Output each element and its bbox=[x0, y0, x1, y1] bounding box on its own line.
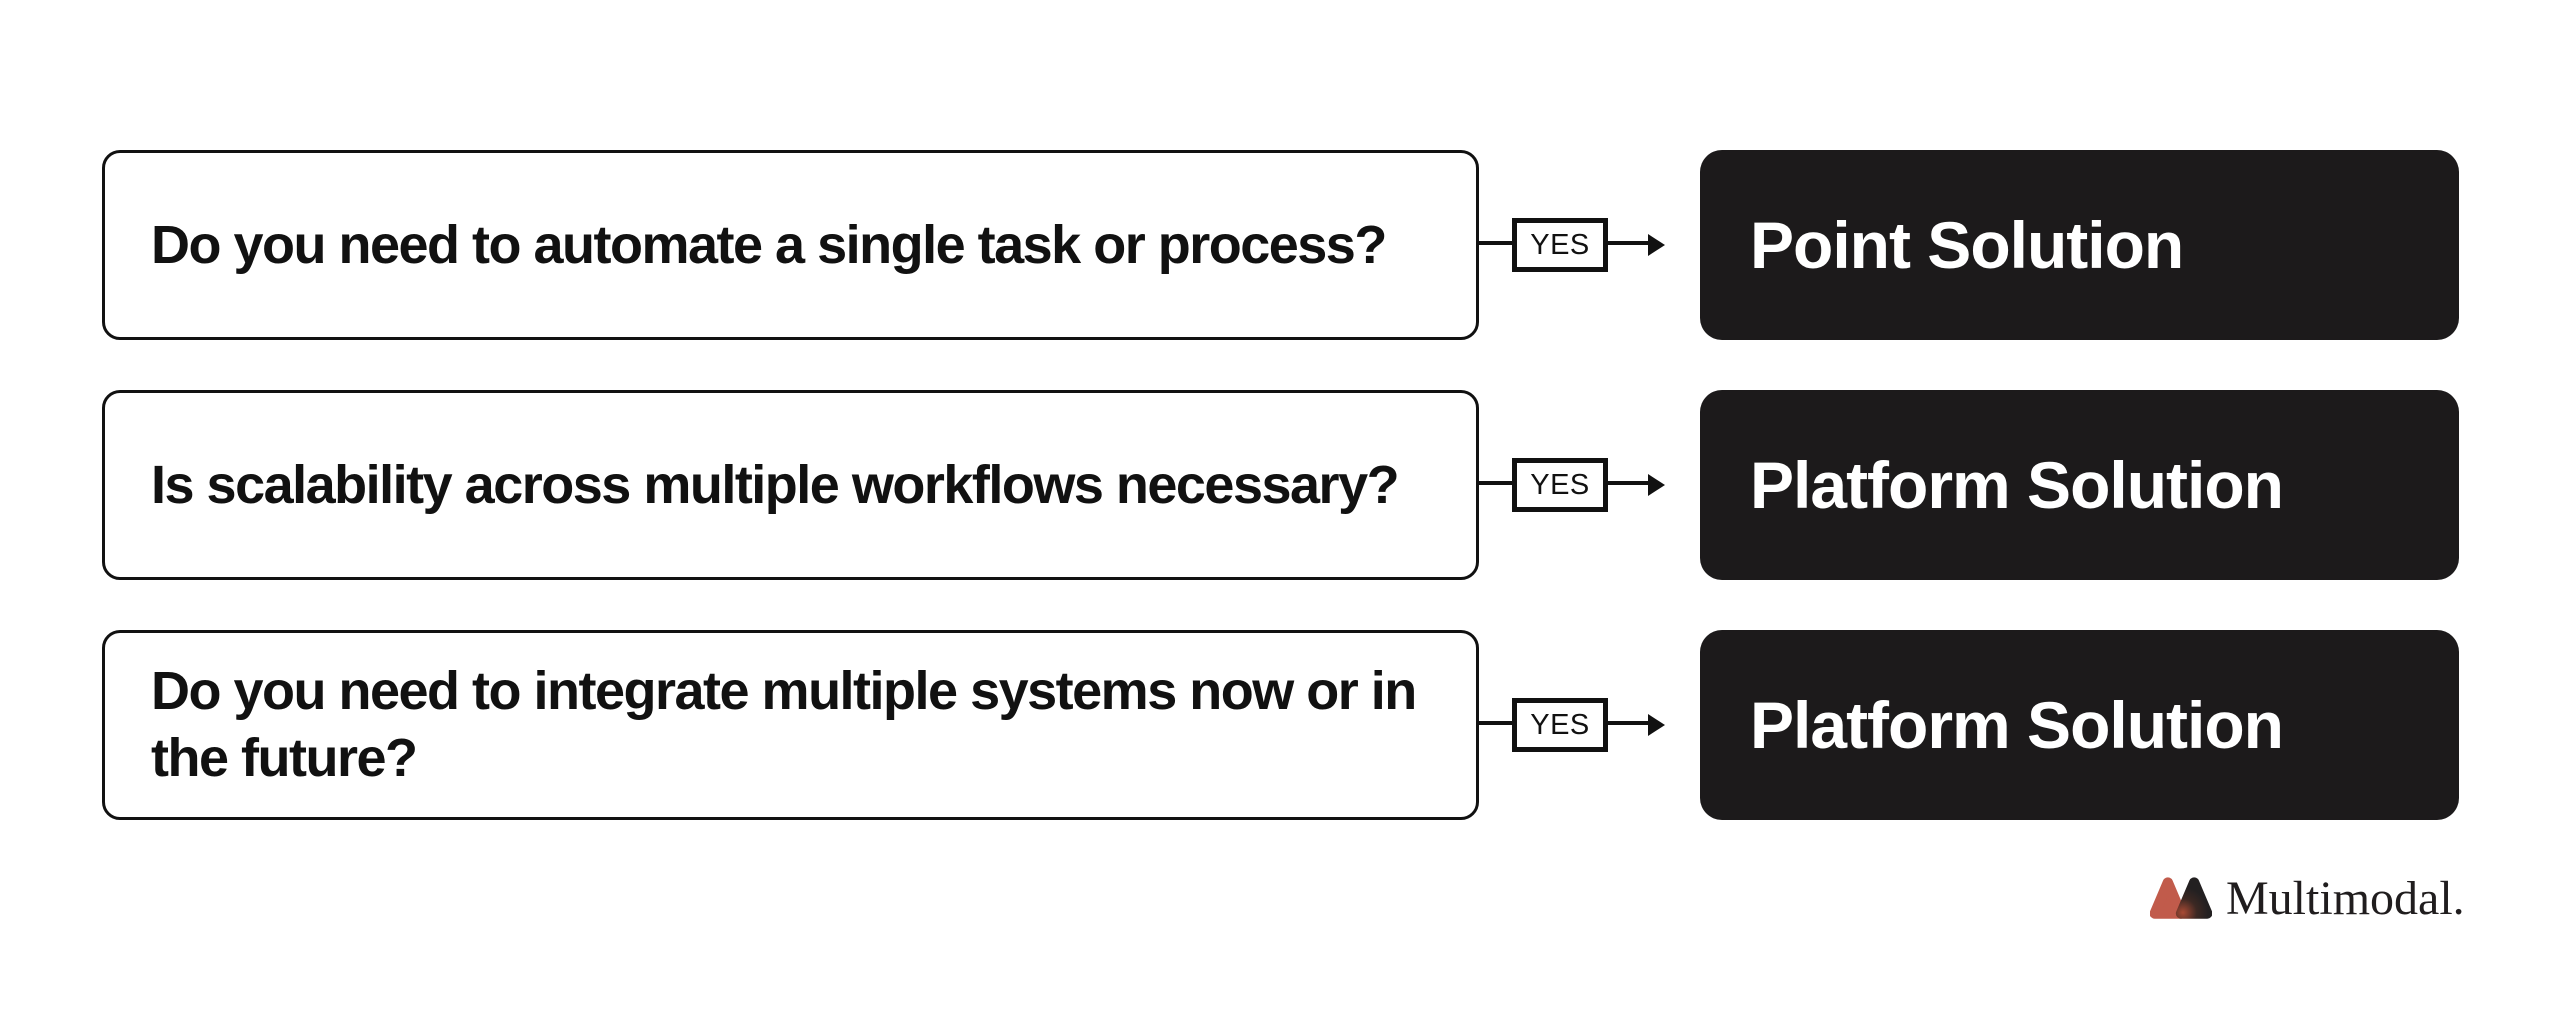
multimodal-logo-icon bbox=[2150, 876, 2212, 919]
result-box-3: Platform Solution bbox=[1700, 630, 2459, 820]
result-text-3: Platform Solution bbox=[1750, 688, 2284, 762]
connector-line-in-1 bbox=[1479, 241, 1512, 245]
result-text-2: Platform Solution bbox=[1750, 448, 2284, 522]
flow-row-3: Do you need to integrate multiple system… bbox=[102, 630, 2459, 820]
question-text-3: Do you need to integrate multiple system… bbox=[151, 661, 1417, 788]
question-box-1: Do you need to automate a single task or… bbox=[102, 150, 1479, 340]
question-box-2: Is scalability across multiple workflows… bbox=[102, 390, 1479, 580]
yes-label-2: YES bbox=[1530, 468, 1590, 501]
connector-line-in-2 bbox=[1479, 481, 1512, 485]
result-box-2: Platform Solution bbox=[1700, 390, 2459, 580]
arrow-right-icon bbox=[1648, 234, 1665, 256]
connector-line-in-3 bbox=[1479, 721, 1512, 725]
flow-row-2: Is scalability across multiple workflows… bbox=[102, 390, 2459, 580]
connector-line-out-1 bbox=[1608, 241, 1648, 245]
yes-label-1: YES bbox=[1530, 228, 1590, 261]
yes-label-box-2: YES bbox=[1512, 458, 1608, 512]
question-text-1: Do you need to automate a single task or… bbox=[151, 214, 1387, 275]
arrow-right-icon bbox=[1648, 474, 1665, 496]
brand-name: Multimodal. bbox=[2226, 871, 2465, 925]
connector-line-out-3 bbox=[1608, 721, 1648, 725]
brand-logo: Multimodal. bbox=[2150, 870, 2465, 926]
yes-label-3: YES bbox=[1530, 708, 1590, 741]
yes-label-box-3: YES bbox=[1512, 698, 1608, 752]
question-box-3: Do you need to integrate multiple system… bbox=[102, 630, 1479, 820]
result-text-1: Point Solution bbox=[1750, 208, 2184, 282]
connector-line-out-2 bbox=[1608, 481, 1648, 485]
result-box-1: Point Solution bbox=[1700, 150, 2459, 340]
yes-label-box-1: YES bbox=[1512, 218, 1608, 272]
flow-row-1: Do you need to automate a single task or… bbox=[102, 150, 2459, 340]
arrow-right-icon bbox=[1648, 714, 1665, 736]
question-text-2: Is scalability across multiple workflows… bbox=[151, 454, 1400, 515]
